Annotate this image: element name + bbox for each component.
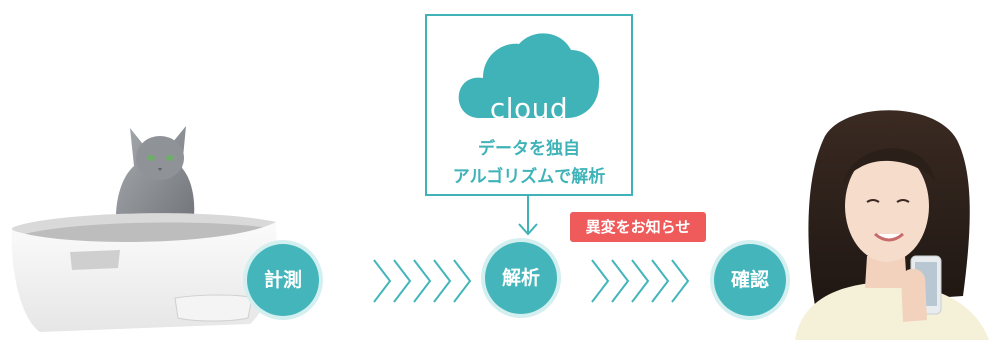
step-measure-circle: 計測 xyxy=(247,244,319,316)
chevrons-icon xyxy=(373,259,472,303)
litter-box-with-cat-illustration xyxy=(11,126,277,332)
cloud-analysis-box: cloud データを独自 アルゴリズムで解析 xyxy=(425,14,633,196)
cloud-caption-line1: データを独自 xyxy=(478,139,580,159)
cloud-icon xyxy=(458,33,600,119)
cloud-label: cloud xyxy=(489,92,569,125)
down-arrow-icon xyxy=(518,196,538,236)
cloud-caption-line2: アルゴリズムで解析 xyxy=(452,167,606,187)
step-analyze-circle: 解析 xyxy=(485,242,557,314)
step-confirm-circle: 確認 xyxy=(714,244,786,316)
woman-with-phone-illustration xyxy=(795,110,989,340)
cat xyxy=(115,126,195,242)
chevrons-icon xyxy=(591,259,690,303)
alert-badge: 異変をお知らせ xyxy=(570,212,706,242)
